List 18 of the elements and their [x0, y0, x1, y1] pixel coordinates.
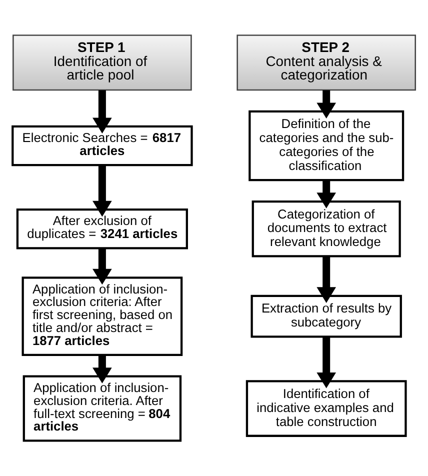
node-box: Electronic Searches = 6817 articles [12, 125, 193, 166]
arrow [92, 355, 112, 384]
arrow [316, 180, 336, 208]
arrow [92, 90, 112, 134]
arrow [316, 256, 336, 303]
node-box: STEP 2 Content analysis & categorization [236, 34, 416, 91]
node-box: Extraction of results by subcategory [250, 294, 402, 338]
node-box: Identification of indicative examples and table construction [246, 380, 407, 437]
arrow [316, 90, 336, 118]
node-box: Definition of the categories and the sub-categories of the classification [248, 110, 404, 182]
arrow [316, 336, 336, 388]
arrow [92, 165, 112, 217]
node-box: Application of inclusion-exclusion criteria: After first screening, based on title and/or abstract = 1877 articles [22, 276, 183, 356]
arrow [92, 248, 112, 285]
node-box: Categorization of documents to extract relevant knowledge [252, 200, 401, 258]
node-box: STEP 1 Identification of article pool [12, 34, 192, 91]
node-box: After exclusion of duplicates = 3241 articles [16, 208, 188, 250]
node-box: Application of inclusion-exclusion criteria. After full-text screening = 804 articles [22, 375, 182, 442]
